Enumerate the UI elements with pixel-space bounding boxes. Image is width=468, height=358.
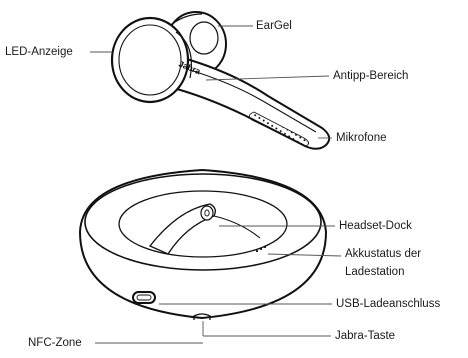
headset: Jabra xyxy=(112,12,329,149)
label-battery-status-line2: Ladestation xyxy=(345,265,404,279)
label-microphones: Mikrofone xyxy=(336,131,387,145)
usb-port-shape xyxy=(133,292,155,303)
earbud-body-shape xyxy=(112,18,188,102)
label-jabra-button: Jabra-Taste xyxy=(335,329,395,343)
label-usb-port: USB-Ladeanschluss xyxy=(336,297,440,311)
label-battery-status-line1: Akkustatus der xyxy=(345,247,421,261)
label-eargel: EarGel xyxy=(256,19,292,33)
dock-cavity xyxy=(119,191,287,257)
charging-case xyxy=(80,170,326,320)
label-nfc-zone: NFC-Zone xyxy=(28,336,82,350)
label-touch-area: Antipp-Bereich xyxy=(333,69,408,83)
label-headset-dock: Headset-Dock xyxy=(339,219,412,233)
label-led-indicator: LED-Anzeige xyxy=(5,45,73,59)
